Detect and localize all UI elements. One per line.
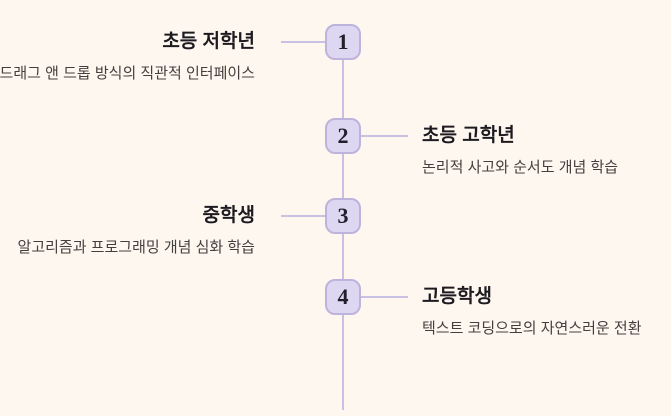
connector-line — [281, 41, 325, 43]
timeline-item-description: 텍스트 코딩으로의 자연스러운 전환 — [422, 320, 642, 337]
timeline-item-description: 논리적 사고와 순서도 개념 학습 — [422, 159, 619, 176]
timeline-item-title: 고등학생 — [422, 286, 492, 307]
node-number: 1 — [337, 29, 349, 54]
connector-line — [281, 215, 325, 217]
timeline-item-description: 알고리즘과 프로그래밍 개념 심화 학습 — [17, 239, 255, 256]
connector-line — [361, 135, 408, 137]
timeline-item-title: 초등 저학년 — [162, 31, 255, 52]
node-number: 2 — [337, 123, 349, 148]
timeline-node-4: 4 — [325, 279, 361, 315]
node-number: 4 — [337, 284, 349, 309]
node-number: 3 — [337, 203, 349, 228]
timeline-node-2: 2 — [325, 118, 361, 154]
timeline-item-title: 초등 고학년 — [422, 125, 515, 146]
timeline-item-title: 중학생 — [202, 205, 255, 226]
timeline-item-description: 드래그 앤 드롭 방식의 직관적 인터페이스 — [0, 65, 255, 82]
timeline-node-1: 1 — [325, 24, 361, 60]
connector-line — [361, 296, 408, 298]
timeline-node-3: 3 — [325, 198, 361, 234]
